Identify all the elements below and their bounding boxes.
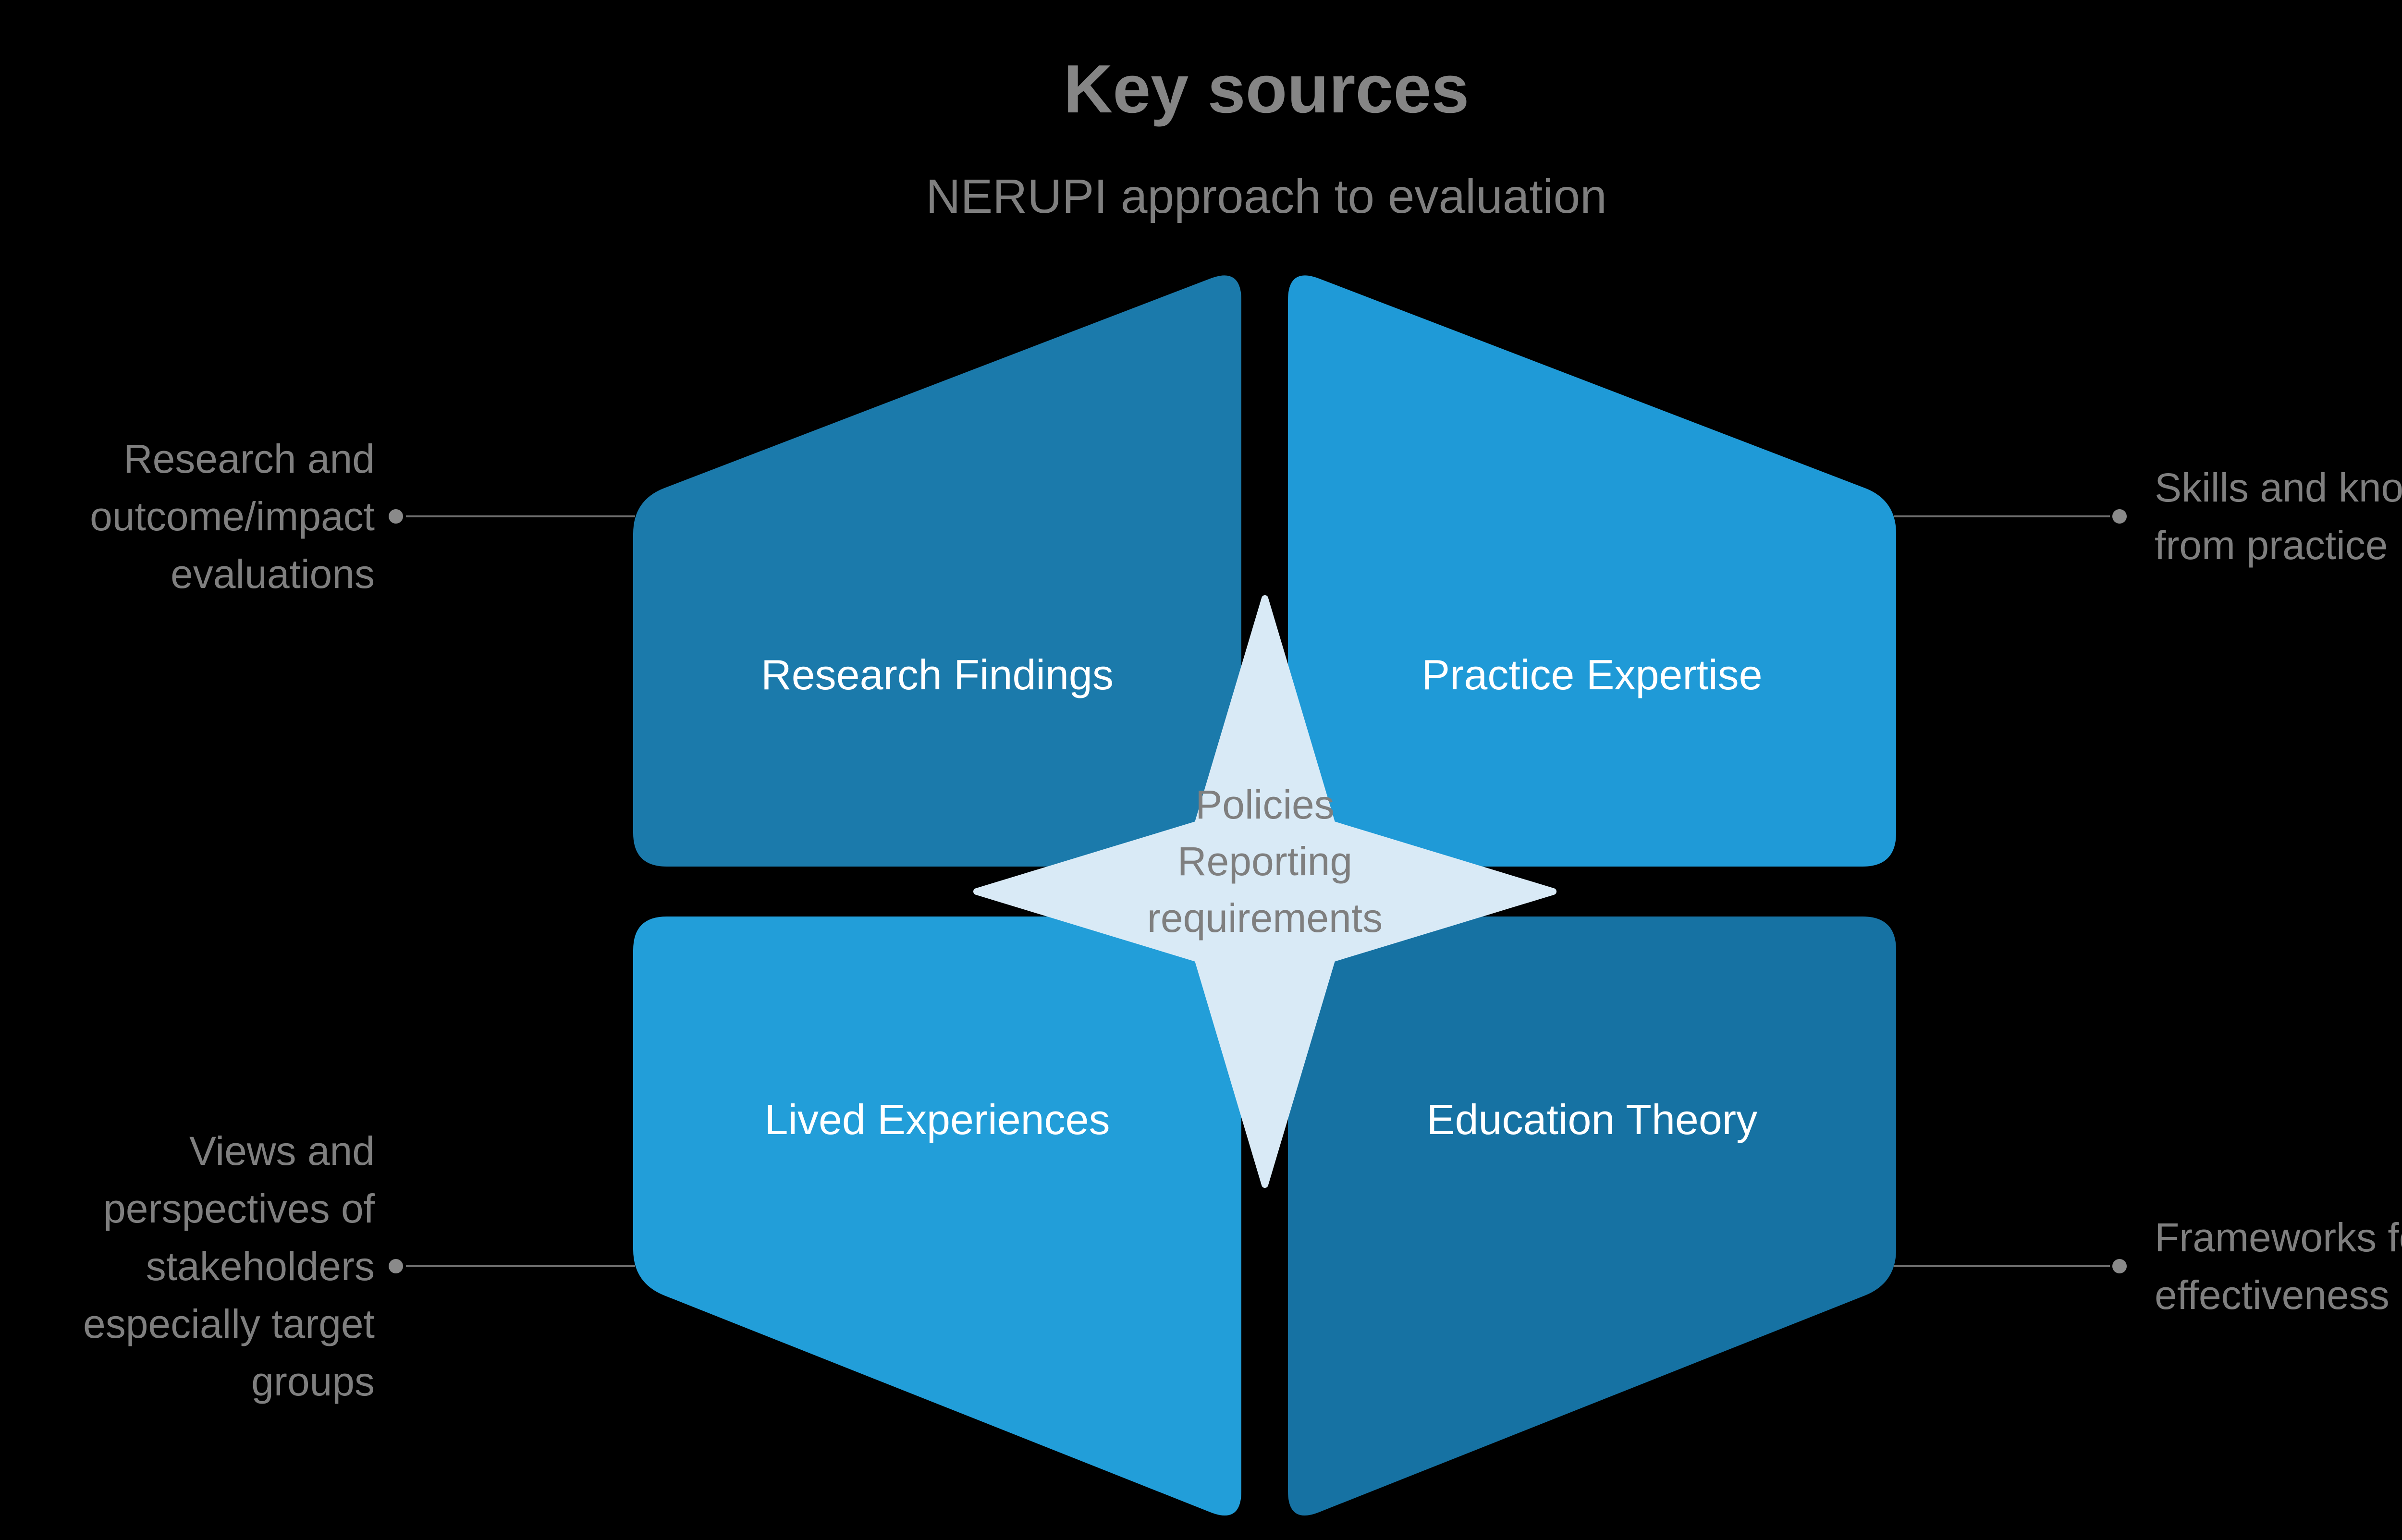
education-theory-shape [1288, 917, 1896, 1516]
center-star-text: Policies Reporting requirements [1147, 782, 1383, 941]
research-findings-label: Research Findings [761, 651, 1114, 698]
callout-research-evaluations: Research and outcome/impact evaluations [90, 436, 375, 597]
callout-skills-knowledge: Skills and knowledge from practice [2155, 465, 2402, 568]
education-theory-label: Education Theory [1426, 1096, 1758, 1143]
callout-views-perspectives: Views and perspectives of stakeholders e… [83, 1128, 375, 1404]
lived-experiences-label: Lived Experiences [764, 1096, 1110, 1143]
research-findings-shape [633, 275, 1241, 867]
connector-dot-left-bottom [389, 1259, 403, 1273]
connector-dot-right-top [2112, 509, 2127, 524]
practice-expertise-shape [1288, 275, 1896, 867]
callout-frameworks: Frameworks for effectiveness [2155, 1215, 2402, 1318]
page-subtitle: NERUPI approach to evaluation [926, 170, 1607, 223]
connector-dot-left-top [389, 509, 403, 524]
page-title: Key sources [1063, 51, 1470, 127]
center-star-shape [973, 595, 1556, 1188]
connector-dot-right-bottom [2112, 1259, 2127, 1273]
lived-experiences-shape [633, 917, 1241, 1516]
practice-expertise-label: Practice Expertise [1422, 651, 1763, 698]
